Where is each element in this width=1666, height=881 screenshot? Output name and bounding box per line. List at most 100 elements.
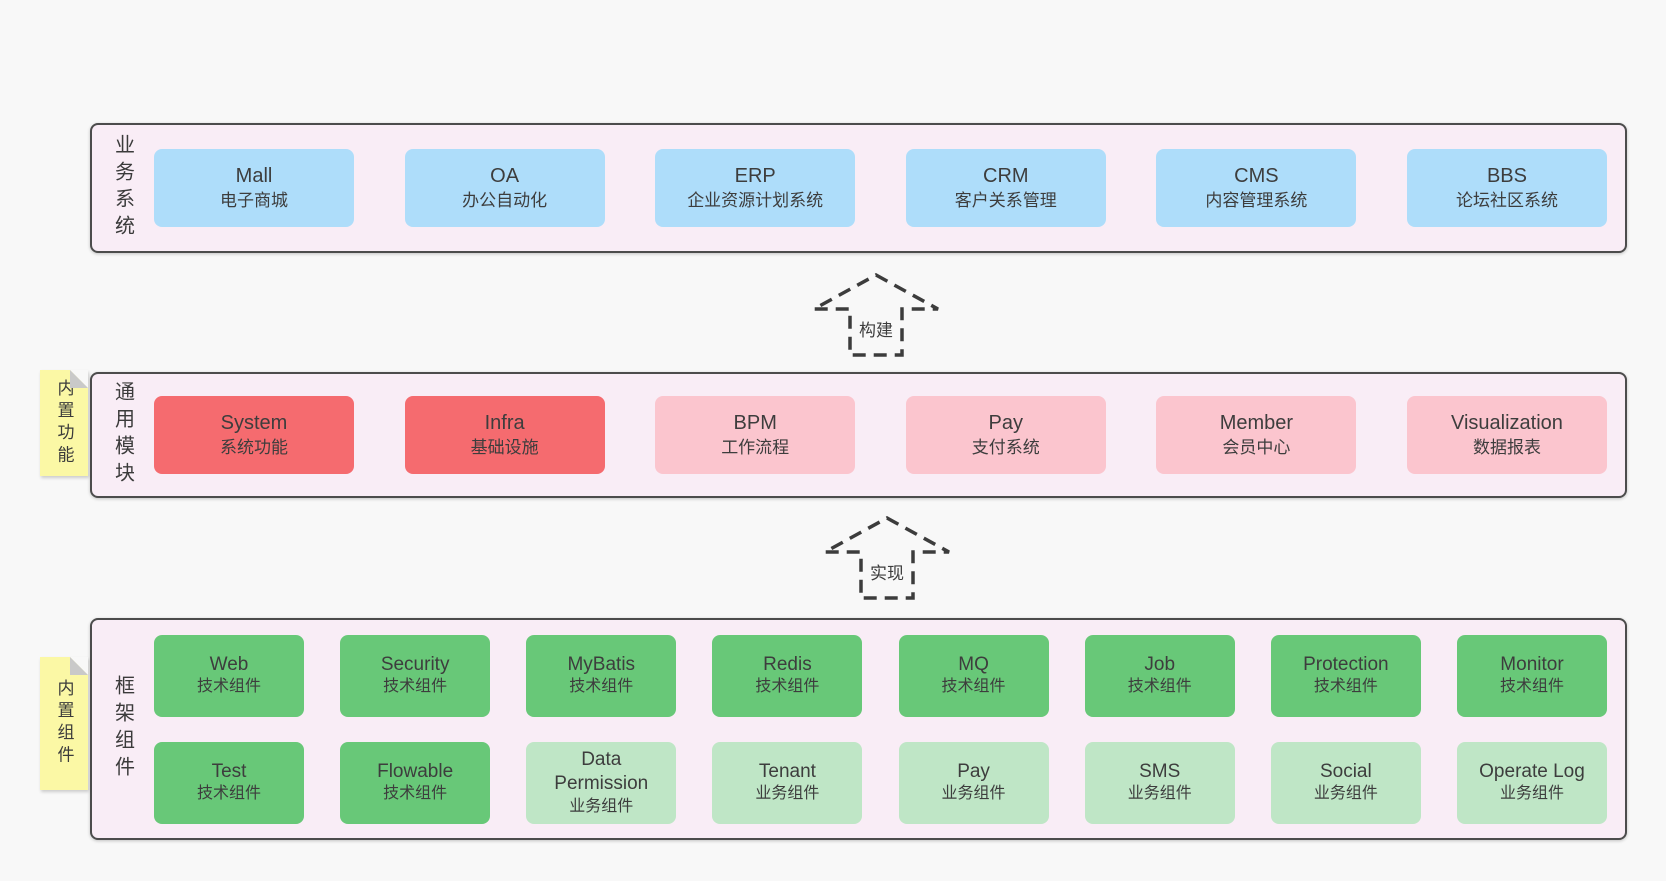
module-desc: 办公自动化	[462, 190, 548, 210]
module-box: ERP 企业资源计划系统	[655, 149, 856, 227]
module-box: Protection 技术组件	[1270, 634, 1421, 717]
module-desc: 技术组件	[196, 678, 261, 696]
module-name: Operate Log	[1479, 761, 1585, 783]
module-name: CRM	[983, 165, 1029, 188]
module-desc: 业务组件	[941, 785, 1006, 803]
module-box: Operate Log 业务组件	[1456, 741, 1607, 824]
layer-framework-components: 内置组件 框架组件 Web 技术组件 Security 技术组件 MyBatis…	[40, 618, 1627, 840]
sticky-note: 内置组件	[40, 657, 88, 790]
module-name: ERP	[734, 165, 776, 188]
module-name: MyBatis	[567, 654, 636, 676]
module-desc: 技术组件	[569, 678, 634, 696]
module-desc: 技术组件	[755, 678, 820, 696]
module-box: SMS 业务组件	[1084, 741, 1235, 824]
layer-label-column: 业务系统	[92, 125, 154, 251]
layer-business-systems: 业务系统 Mall 电子商城 OA 办公自动化 ERP 企业资源计划系统 CRM…	[90, 123, 1627, 253]
layer-common-modules: 内置功能 通用模块 System 系统功能 Infra 基础设施 BPM 工作流…	[40, 370, 1627, 498]
module-name: Pay	[957, 761, 990, 783]
build-arrow-label: 构建	[856, 316, 896, 341]
module-desc: 基础设施	[470, 437, 539, 457]
implement-arrow-label: 实现	[867, 559, 907, 584]
module-box: Infra 基础设施	[404, 396, 605, 474]
module-desc: 业务组件	[755, 785, 820, 803]
module-desc: 技术组件	[196, 785, 261, 803]
module-box: CRM 客户关系管理	[905, 149, 1106, 227]
module-box: MyBatis 技术组件	[526, 634, 677, 717]
module-name: Visualization	[1451, 412, 1563, 435]
module-desc: 技术组件	[1499, 678, 1564, 696]
module-name: Social	[1319, 761, 1372, 783]
up-arrow-icon	[813, 273, 939, 357]
module-desc: 技术组件	[383, 785, 448, 803]
module-desc: 系统功能	[220, 437, 288, 457]
build-arrow: 构建	[811, 272, 941, 358]
module-row: Web 技术组件 Security 技术组件 MyBatis 技术组件 Redi…	[154, 634, 1607, 717]
module-box: Security 技术组件	[340, 634, 491, 717]
module-desc: 业务组件	[1499, 785, 1564, 803]
module-name: CMS	[1234, 165, 1279, 188]
module-name: Web	[209, 654, 249, 676]
module-box: Monitor 技术组件	[1456, 634, 1607, 717]
layer-label-column: 通用模块	[92, 374, 154, 496]
module-desc: 技术组件	[383, 678, 448, 696]
module-desc: 支付系统	[971, 437, 1040, 457]
module-box: Mall 电子商城	[154, 149, 354, 227]
module-box: Pay 业务组件	[898, 741, 1049, 824]
module-box: CMS 内容管理系统	[1156, 149, 1357, 227]
module-name: Member	[1219, 412, 1294, 435]
module-desc: 业务组件	[569, 797, 634, 815]
module-box: BBS 论坛社区系统	[1406, 149, 1607, 227]
module-name: Mall	[235, 165, 273, 188]
module-name: Pay	[988, 412, 1024, 435]
module-box: Social 业务组件	[1270, 741, 1421, 824]
module-row: Test 技术组件 Flowable 技术组件 Data Permission …	[154, 741, 1607, 824]
module-desc: 电子商城	[220, 190, 288, 210]
implement-arrow: 实现	[822, 515, 952, 601]
module-box: Redis 技术组件	[712, 634, 863, 717]
module-name: Data Permission	[554, 748, 649, 795]
module-box: System 系统功能	[154, 396, 354, 474]
module-desc: 业务组件	[1313, 785, 1378, 803]
module-name: Redis	[763, 654, 812, 676]
module-row: Mall 电子商城 OA 办公自动化 ERP 企业资源计划系统 CRM 客户关系…	[154, 149, 1607, 227]
module-box: Test 技术组件	[154, 741, 304, 824]
module-box: Tenant 业务组件	[712, 741, 863, 824]
module-name: Security	[380, 654, 450, 676]
module-box: BPM 工作流程	[655, 396, 856, 474]
module-box: OA 办公自动化	[404, 149, 605, 227]
module-rows: Mall 电子商城 OA 办公自动化 ERP 企业资源计划系统 CRM 客户关系…	[154, 125, 1625, 251]
sticky-note: 内置功能	[40, 370, 88, 476]
module-name: Infra	[484, 412, 525, 435]
module-name: BBS	[1486, 165, 1527, 188]
module-box: Job 技术组件	[1084, 634, 1235, 717]
sticky-note-label: 内置组件	[54, 679, 74, 768]
module-desc: 客户关系管理	[954, 190, 1057, 210]
module-name: Monitor	[1500, 654, 1564, 676]
module-desc: 会员中心	[1222, 437, 1291, 457]
module-desc: 业务组件	[1127, 785, 1192, 803]
module-name: BPM	[733, 412, 777, 435]
module-row: System 系统功能 Infra 基础设施 BPM 工作流程 Pay 支付系统…	[154, 396, 1607, 474]
module-box: Data Permission 业务组件	[526, 741, 677, 824]
layer-label: 框架组件	[111, 675, 134, 783]
module-desc: 企业资源计划系统	[687, 190, 824, 210]
module-box: Pay 支付系统	[905, 396, 1106, 474]
module-desc: 论坛社区系统	[1455, 190, 1558, 210]
module-name: Tenant	[758, 761, 816, 783]
module-name: MQ	[958, 654, 989, 676]
module-box: Web 技术组件	[154, 634, 304, 717]
module-name: Job	[1144, 654, 1176, 676]
module-rows: Web 技术组件 Security 技术组件 MyBatis 技术组件 Redi…	[154, 620, 1625, 838]
module-desc: 技术组件	[1313, 678, 1378, 696]
sticky-note-label: 内置功能	[54, 378, 74, 468]
module-rows: System 系统功能 Infra 基础设施 BPM 工作流程 Pay 支付系统…	[154, 374, 1625, 496]
module-desc: 内容管理系统	[1205, 190, 1308, 210]
module-name: Test	[211, 761, 247, 783]
module-desc: 工作流程	[721, 437, 790, 457]
module-name: SMS	[1139, 761, 1181, 783]
module-name: Flowable	[377, 761, 454, 783]
module-name: Protection	[1303, 654, 1389, 676]
module-box: Flowable 技术组件	[340, 741, 491, 824]
layer-label-column: 框架组件	[92, 620, 154, 838]
